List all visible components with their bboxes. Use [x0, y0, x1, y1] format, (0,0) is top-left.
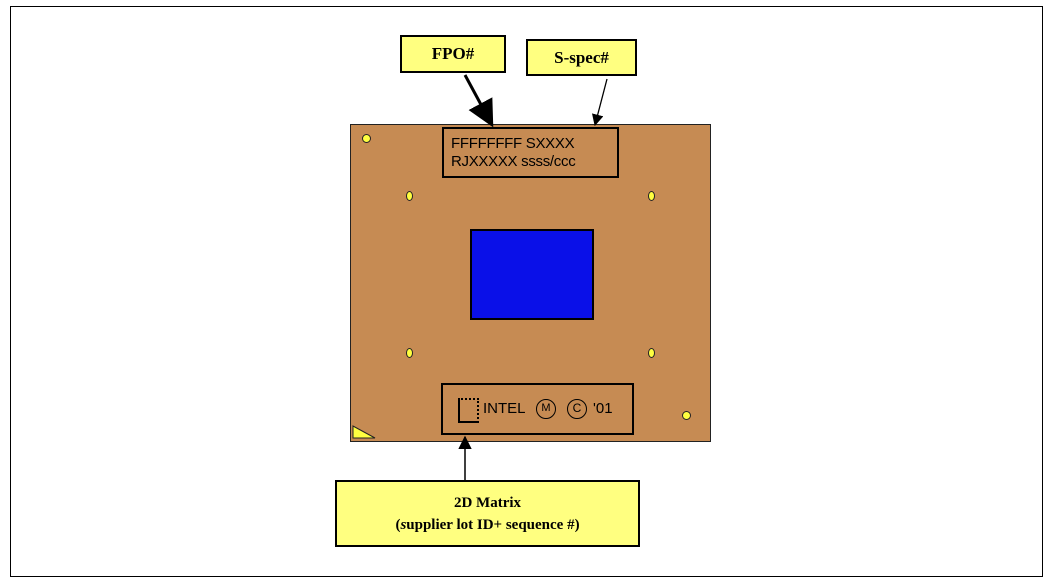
sspec-callout-text: S-spec#	[554, 47, 609, 67]
copyright-symbol: C	[567, 399, 587, 419]
matrix-code-icon	[458, 398, 479, 423]
fiducial-dot-bottom-corner	[682, 411, 691, 420]
die	[470, 229, 594, 320]
fiducial-dot-bottom-left	[406, 348, 413, 358]
pin1-corner-triangle	[352, 425, 376, 439]
top-marking-line1: FFFFFFFF SXXXX	[451, 135, 575, 152]
matrix-callout: 2D Matrix (supplier lot ID+ sequence #)	[335, 480, 640, 547]
fiducial-dot-bottom-right	[648, 348, 655, 358]
trademark-symbol: M	[536, 399, 556, 419]
fiducial-dot-top-right	[648, 191, 655, 201]
sspec-callout: S-spec#	[526, 39, 637, 76]
matrix-callout-subtitle: (supplier lot ID+ sequence #)	[395, 516, 580, 533]
bottom-marking-box: INTEL M C '01	[441, 383, 634, 435]
top-marking-box: FFFFFFFF SXXXX RJXXXXX ssss/ccc	[442, 127, 619, 178]
fpo-callout: FPO#	[400, 35, 506, 73]
sspec-arrow	[591, 78, 608, 127]
brand-mark: INTEL	[483, 400, 526, 417]
pin1-fiducial-dot	[362, 134, 371, 143]
trademark-letter: M	[541, 402, 551, 414]
matrix-callout-title: 2D Matrix	[453, 494, 522, 511]
top-marking-line2: RJXXXXX ssss/ccc	[451, 153, 576, 170]
fpo-callout-text: FPO#	[431, 44, 475, 63]
copyright-year: '01	[593, 400, 613, 417]
fpo-arrow	[463, 74, 494, 128]
copyright-letter: C	[572, 401, 582, 415]
fiducial-dot-top-left	[406, 191, 413, 201]
